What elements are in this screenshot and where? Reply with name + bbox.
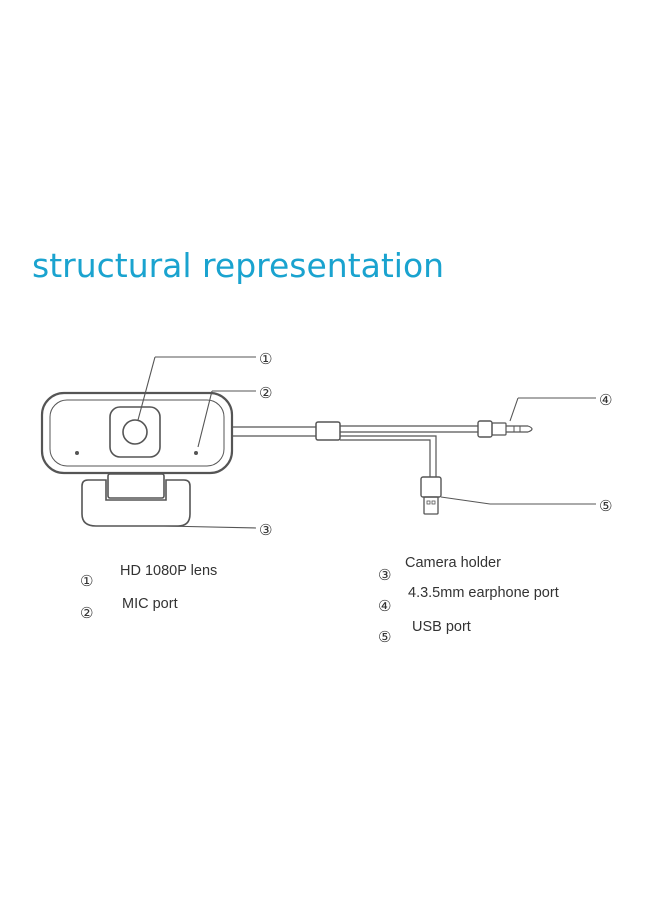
leader-1 — [137, 356, 156, 421]
earphone-plug-tip — [506, 425, 533, 433]
legend-marker-4: ④ — [378, 597, 392, 615]
mic-hole-left — [75, 451, 79, 455]
earphone-plug — [477, 420, 493, 438]
callout-marker-3: ③ — [259, 521, 272, 539]
legend-label-lens: HD 1080P lens — [120, 563, 218, 579]
usb-plug-body — [420, 476, 442, 498]
lens-icon — [122, 419, 148, 445]
legend-marker-3: ③ — [378, 566, 392, 584]
leader-2 — [197, 390, 213, 448]
diagram-title: structural representation — [32, 246, 445, 285]
leader-4 — [509, 397, 519, 422]
legend-label-usb: USB port — [412, 619, 471, 635]
cable-to-usb-inner — [340, 439, 431, 477]
callout-marker-4: ④ — [599, 391, 612, 409]
cable-splitter — [315, 421, 341, 441]
leader-3 — [163, 525, 257, 529]
usb-plug-connector — [423, 496, 439, 515]
holder-hinge — [107, 473, 165, 499]
legend-label-holder: Camera holder — [405, 555, 501, 571]
callout-marker-1: ① — [259, 350, 272, 368]
legend-label-earphone: 4.3.5mm earphone port — [408, 585, 559, 601]
mic-hole-right — [194, 451, 198, 455]
legend-marker-5: ⑤ — [378, 628, 392, 646]
webcam-body — [40, 391, 234, 475]
lens-housing — [109, 406, 161, 458]
callout-marker-2: ② — [259, 384, 272, 402]
earphone-plug-collar — [491, 422, 507, 436]
camera-holder — [81, 479, 191, 527]
leader-5 — [440, 496, 491, 505]
legend-marker-2: ② — [80, 604, 94, 622]
legend-label-mic: MIC port — [122, 596, 178, 612]
cable-to-usb-outer — [340, 435, 437, 477]
legend-marker-1: ① — [80, 572, 94, 590]
webcam-front-panel — [49, 399, 225, 467]
callout-marker-5: ⑤ — [599, 497, 612, 515]
